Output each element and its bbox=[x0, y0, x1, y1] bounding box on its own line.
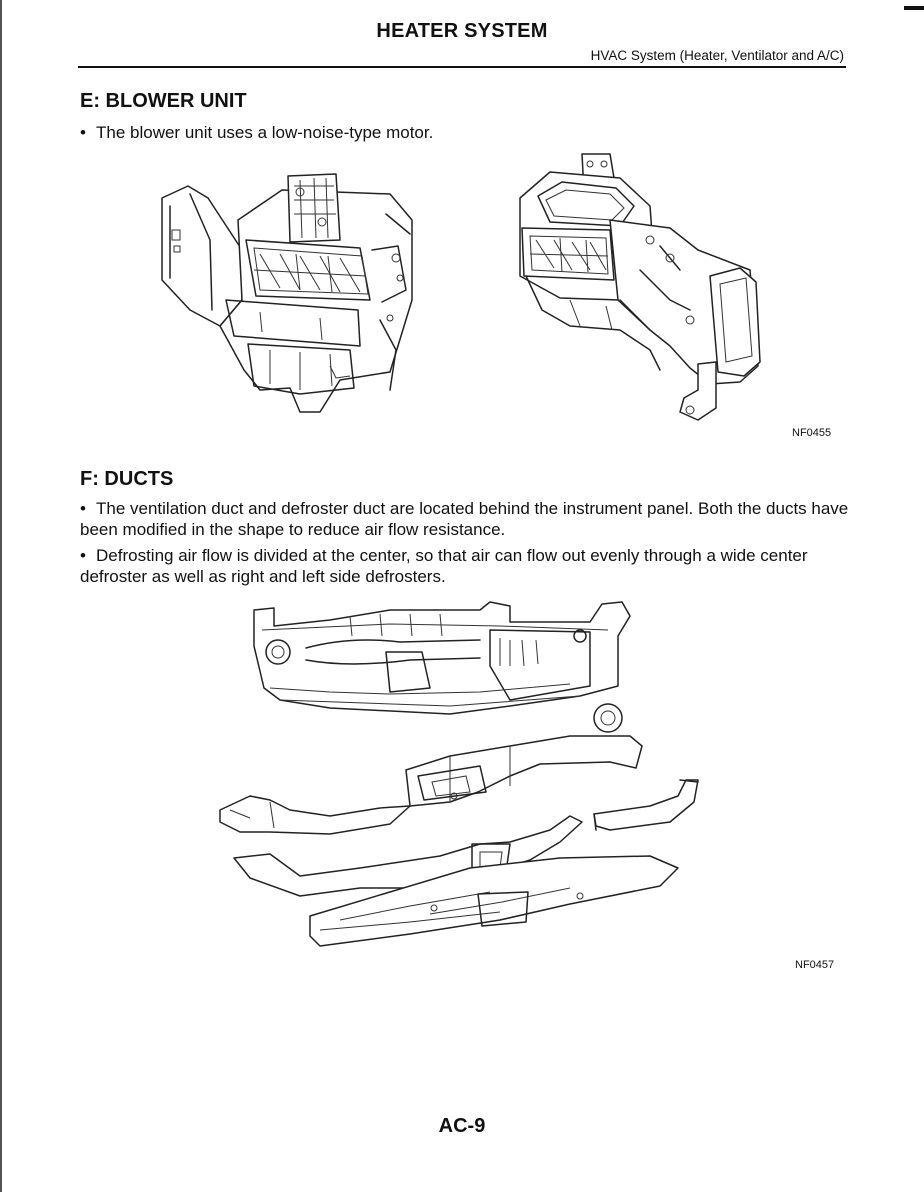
ventilation-duct bbox=[219, 735, 699, 835]
instrument-panel-frame bbox=[253, 601, 631, 715]
blower-unit-left-view bbox=[161, 173, 413, 413]
page-number: AC-9 bbox=[438, 1115, 486, 1137]
duct-fitting bbox=[593, 703, 623, 733]
figure-id-ducts: NF0457 bbox=[795, 959, 835, 971]
defroster-duct bbox=[233, 815, 679, 947]
corner-mark bbox=[904, 6, 924, 10]
page-title: HEATER SYSTEM bbox=[376, 20, 548, 42]
section-f-heading: F: DUCTS bbox=[80, 468, 174, 490]
section-e-bullet-1: The blower unit uses a low-noise-type mo… bbox=[80, 122, 850, 143]
ducts-illustration bbox=[219, 601, 699, 947]
page-edge-line bbox=[0, 0, 2, 1192]
blower-unit-illustration bbox=[161, 153, 761, 421]
blower-unit-right-view bbox=[519, 153, 761, 421]
page-subtitle: HVAC System (Heater, Ventilator and A/C) bbox=[590, 48, 844, 63]
section-e-heading: E: BLOWER UNIT bbox=[80, 90, 247, 112]
section-f-bullet-2: Defrosting air flow is divided at the ce… bbox=[80, 545, 850, 587]
figure-id-blower: NF0455 bbox=[792, 427, 832, 439]
header-rule bbox=[78, 66, 846, 68]
section-f-bullet-1: The ventilation duct and defroster duct … bbox=[80, 498, 850, 540]
